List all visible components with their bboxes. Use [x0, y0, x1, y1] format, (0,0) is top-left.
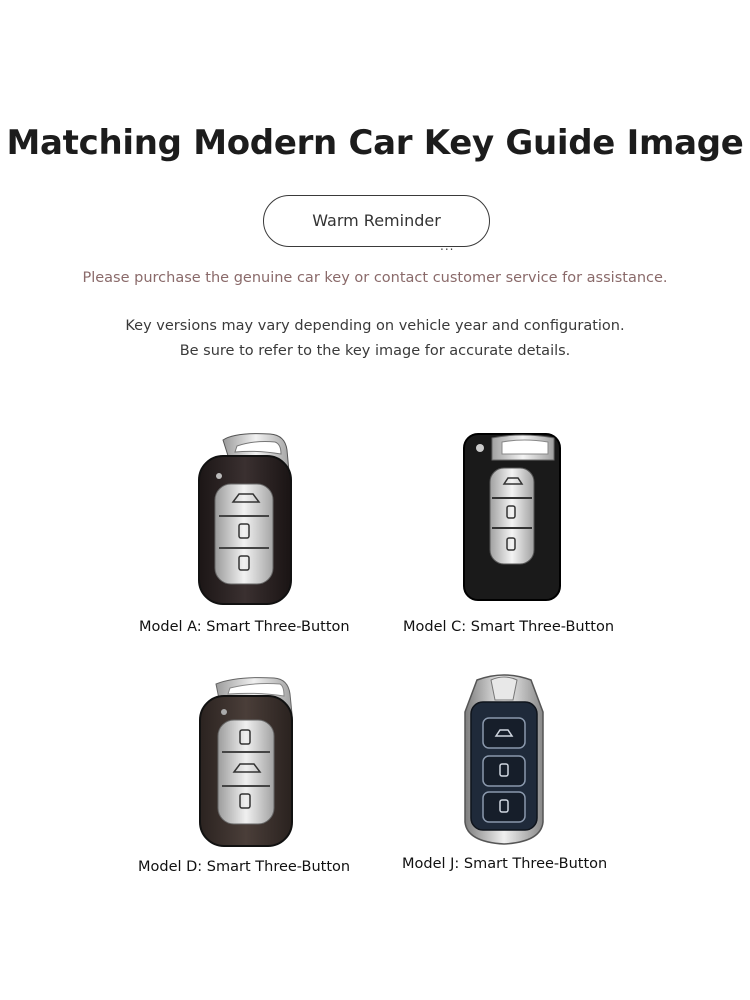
model-a-key-image [198, 433, 292, 605]
model-c-key-image [463, 433, 561, 601]
reminder-dots: ... [440, 239, 455, 253]
model-c-caption: Model C: Smart Three-Button [403, 619, 615, 635]
model-d-key-image [199, 677, 293, 847]
warm-reminder-button[interactable]: Warm Reminder [263, 195, 490, 247]
model-j-key-image [464, 674, 544, 845]
purchase-notice: Please purchase the genuine car key or c… [82, 270, 668, 286]
page-title: Matching Modern Car Key Guide Image [6, 123, 744, 163]
model-d-caption: Model D: Smart Three-Button [138, 859, 351, 875]
info-line-1: Key versions may vary depending on vehic… [125, 318, 625, 334]
model-j-caption: Model J: Smart Three-Button [402, 856, 608, 872]
model-a-caption: Model A: Smart Three-Button [139, 619, 350, 635]
info-line-2: Be sure to refer to the key image for ac… [179, 343, 571, 359]
